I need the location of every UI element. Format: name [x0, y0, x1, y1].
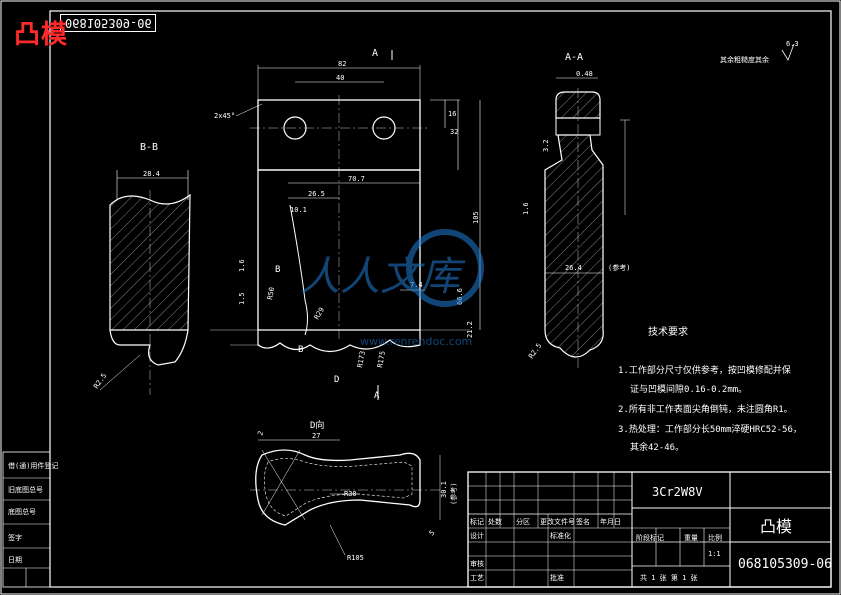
side-3-2: 3.2	[542, 139, 550, 152]
strip-label-3: 底图总号	[8, 507, 36, 516]
watermark-sub: www.renrendoc.com	[360, 335, 472, 348]
section-bb-label: B-B	[140, 142, 158, 153]
front-26: 26.5	[308, 190, 325, 198]
front-view: A 82 40 2x45° 16 32 70.7 26.5 10.1 105 B…	[210, 48, 481, 401]
front-82: 82	[338, 60, 346, 68]
strip-label-4: 签字	[8, 533, 22, 542]
tech-requirements: 技术要求 1.工作部分尺寸仅供参考，按凹模修配并保 证与凹模间隙0.16-0.2…	[618, 325, 802, 453]
side-1-6: 1.6	[522, 202, 530, 215]
left-strip: 借(通)用件登记 旧底图总号 底图总号 签字 日期	[2, 451, 58, 588]
side-26-4: 26.4	[565, 264, 582, 272]
front-r4: R175	[376, 350, 387, 368]
tb-stage: 阶段标记	[636, 533, 664, 542]
side-note: (参考)	[608, 263, 630, 272]
strip-label-2: 旧底图总号	[8, 485, 43, 494]
mirrored-drawing-code: 068105309-06	[60, 14, 156, 32]
section-aa-label: A-A	[565, 52, 583, 63]
d-note: (参考)	[449, 483, 458, 505]
roughness-note: 其余粗糙度其余 6.3	[720, 40, 799, 64]
front-70: 70.7	[348, 175, 365, 183]
tb-process: 工艺	[470, 574, 484, 582]
tb-weight: 重量	[684, 534, 698, 542]
tb-review: 审核	[470, 559, 484, 568]
tb-scale: 1:1	[708, 550, 721, 558]
arrow-d: D	[334, 375, 339, 385]
arrow-a-top: A	[372, 48, 378, 59]
front-r: R29	[313, 306, 326, 321]
section-bb: B-B 28.4 R2.5	[92, 142, 191, 395]
front-40: 40	[336, 74, 344, 82]
d-30-1: 30.1	[440, 481, 448, 498]
tech-line-5: 其余42-46。	[630, 441, 684, 453]
d-2: 2	[256, 430, 265, 437]
strip-label-1: 借(通)用件登记	[8, 461, 58, 470]
title-block	[467, 471, 832, 588]
d-27: 27	[312, 432, 320, 440]
front-10: 10.1	[290, 206, 307, 214]
arrow-b-left: B	[275, 265, 280, 275]
arrow-b-bottom: B	[298, 345, 303, 355]
watermark: 人人文库 www.renrendoc.com	[300, 229, 484, 348]
tb-ratio: 比例	[708, 533, 722, 542]
roughness-value: 6.3	[786, 40, 799, 48]
tb-row-5: 签名	[576, 517, 590, 526]
front-r3: R173	[356, 350, 367, 368]
strip-label-5: 日期	[8, 556, 22, 564]
tb-row-6: 年月日	[600, 517, 621, 526]
d-5: 5	[428, 529, 437, 538]
tech-line-2: 证与凹模间隙0.16-0.2mm。	[630, 383, 747, 395]
bb-r-dim: R2.5	[92, 372, 108, 390]
section-aa: A-A 0.48 3.2 1.6 26.4 (参考) R2.5	[522, 52, 630, 370]
front-66: 66.6	[456, 288, 464, 305]
tb-row-1: 标记	[470, 517, 484, 526]
tb-row-3: 分区	[516, 517, 530, 526]
watermark-text: 人人文库	[300, 254, 466, 300]
front-16: 16	[448, 110, 456, 118]
side-048: 0.48	[576, 70, 593, 78]
arrow-a-bottom: A	[374, 391, 380, 401]
tech-line-3: 2.所有非工作表面尖角倒钝，未注圆角R1。	[618, 403, 793, 415]
inner-frame	[49, 10, 832, 588]
view-d: D向 27 R30 R105 2 5 30.1 (参考)	[250, 419, 458, 562]
front-21: 21.2	[466, 321, 474, 338]
front-1-5: 1.5	[238, 292, 246, 305]
view-d-label: D向	[310, 419, 324, 431]
d-r105: R105	[347, 554, 364, 562]
part-title-red: 凸模	[14, 20, 69, 50]
title-block-text: 3Cr2W8V 凸模 068105309-06 1:1 共 1 张 第 1 张 …	[470, 485, 832, 582]
tb-approve: 批准	[550, 573, 564, 582]
roughness-text: 其余粗糙度其余	[720, 55, 769, 64]
front-chamfer: 2x45°	[214, 112, 235, 120]
tb-part-name: 凸模	[760, 517, 792, 536]
tb-sheet: 共 1 张 第 1 张	[640, 573, 698, 582]
front-105: 105	[472, 211, 480, 224]
tech-heading: 技术要求	[648, 325, 688, 338]
tech-line-1: 1.工作部分尺寸仅供参考，按凹模修配并保	[618, 364, 791, 376]
bb-width-dim: 28.4	[143, 170, 160, 178]
tb-drawing-no: 068105309-06	[738, 557, 832, 572]
side-r: R2.5	[527, 342, 543, 360]
tech-line-4: 3.热处理：工作部分长50mm淬硬HRC52-56，	[618, 423, 802, 435]
tb-row-4: 更改文件号	[540, 517, 575, 526]
front-32: 32	[450, 128, 458, 136]
front-1-6: 1.6	[238, 259, 246, 272]
front-r2: R50	[266, 286, 276, 300]
tb-row-2: 处数	[488, 517, 502, 526]
tb-material: 3Cr2W8V	[652, 485, 703, 499]
tb-standard: 标准化	[550, 531, 571, 540]
tb-design: 设计	[470, 531, 484, 540]
